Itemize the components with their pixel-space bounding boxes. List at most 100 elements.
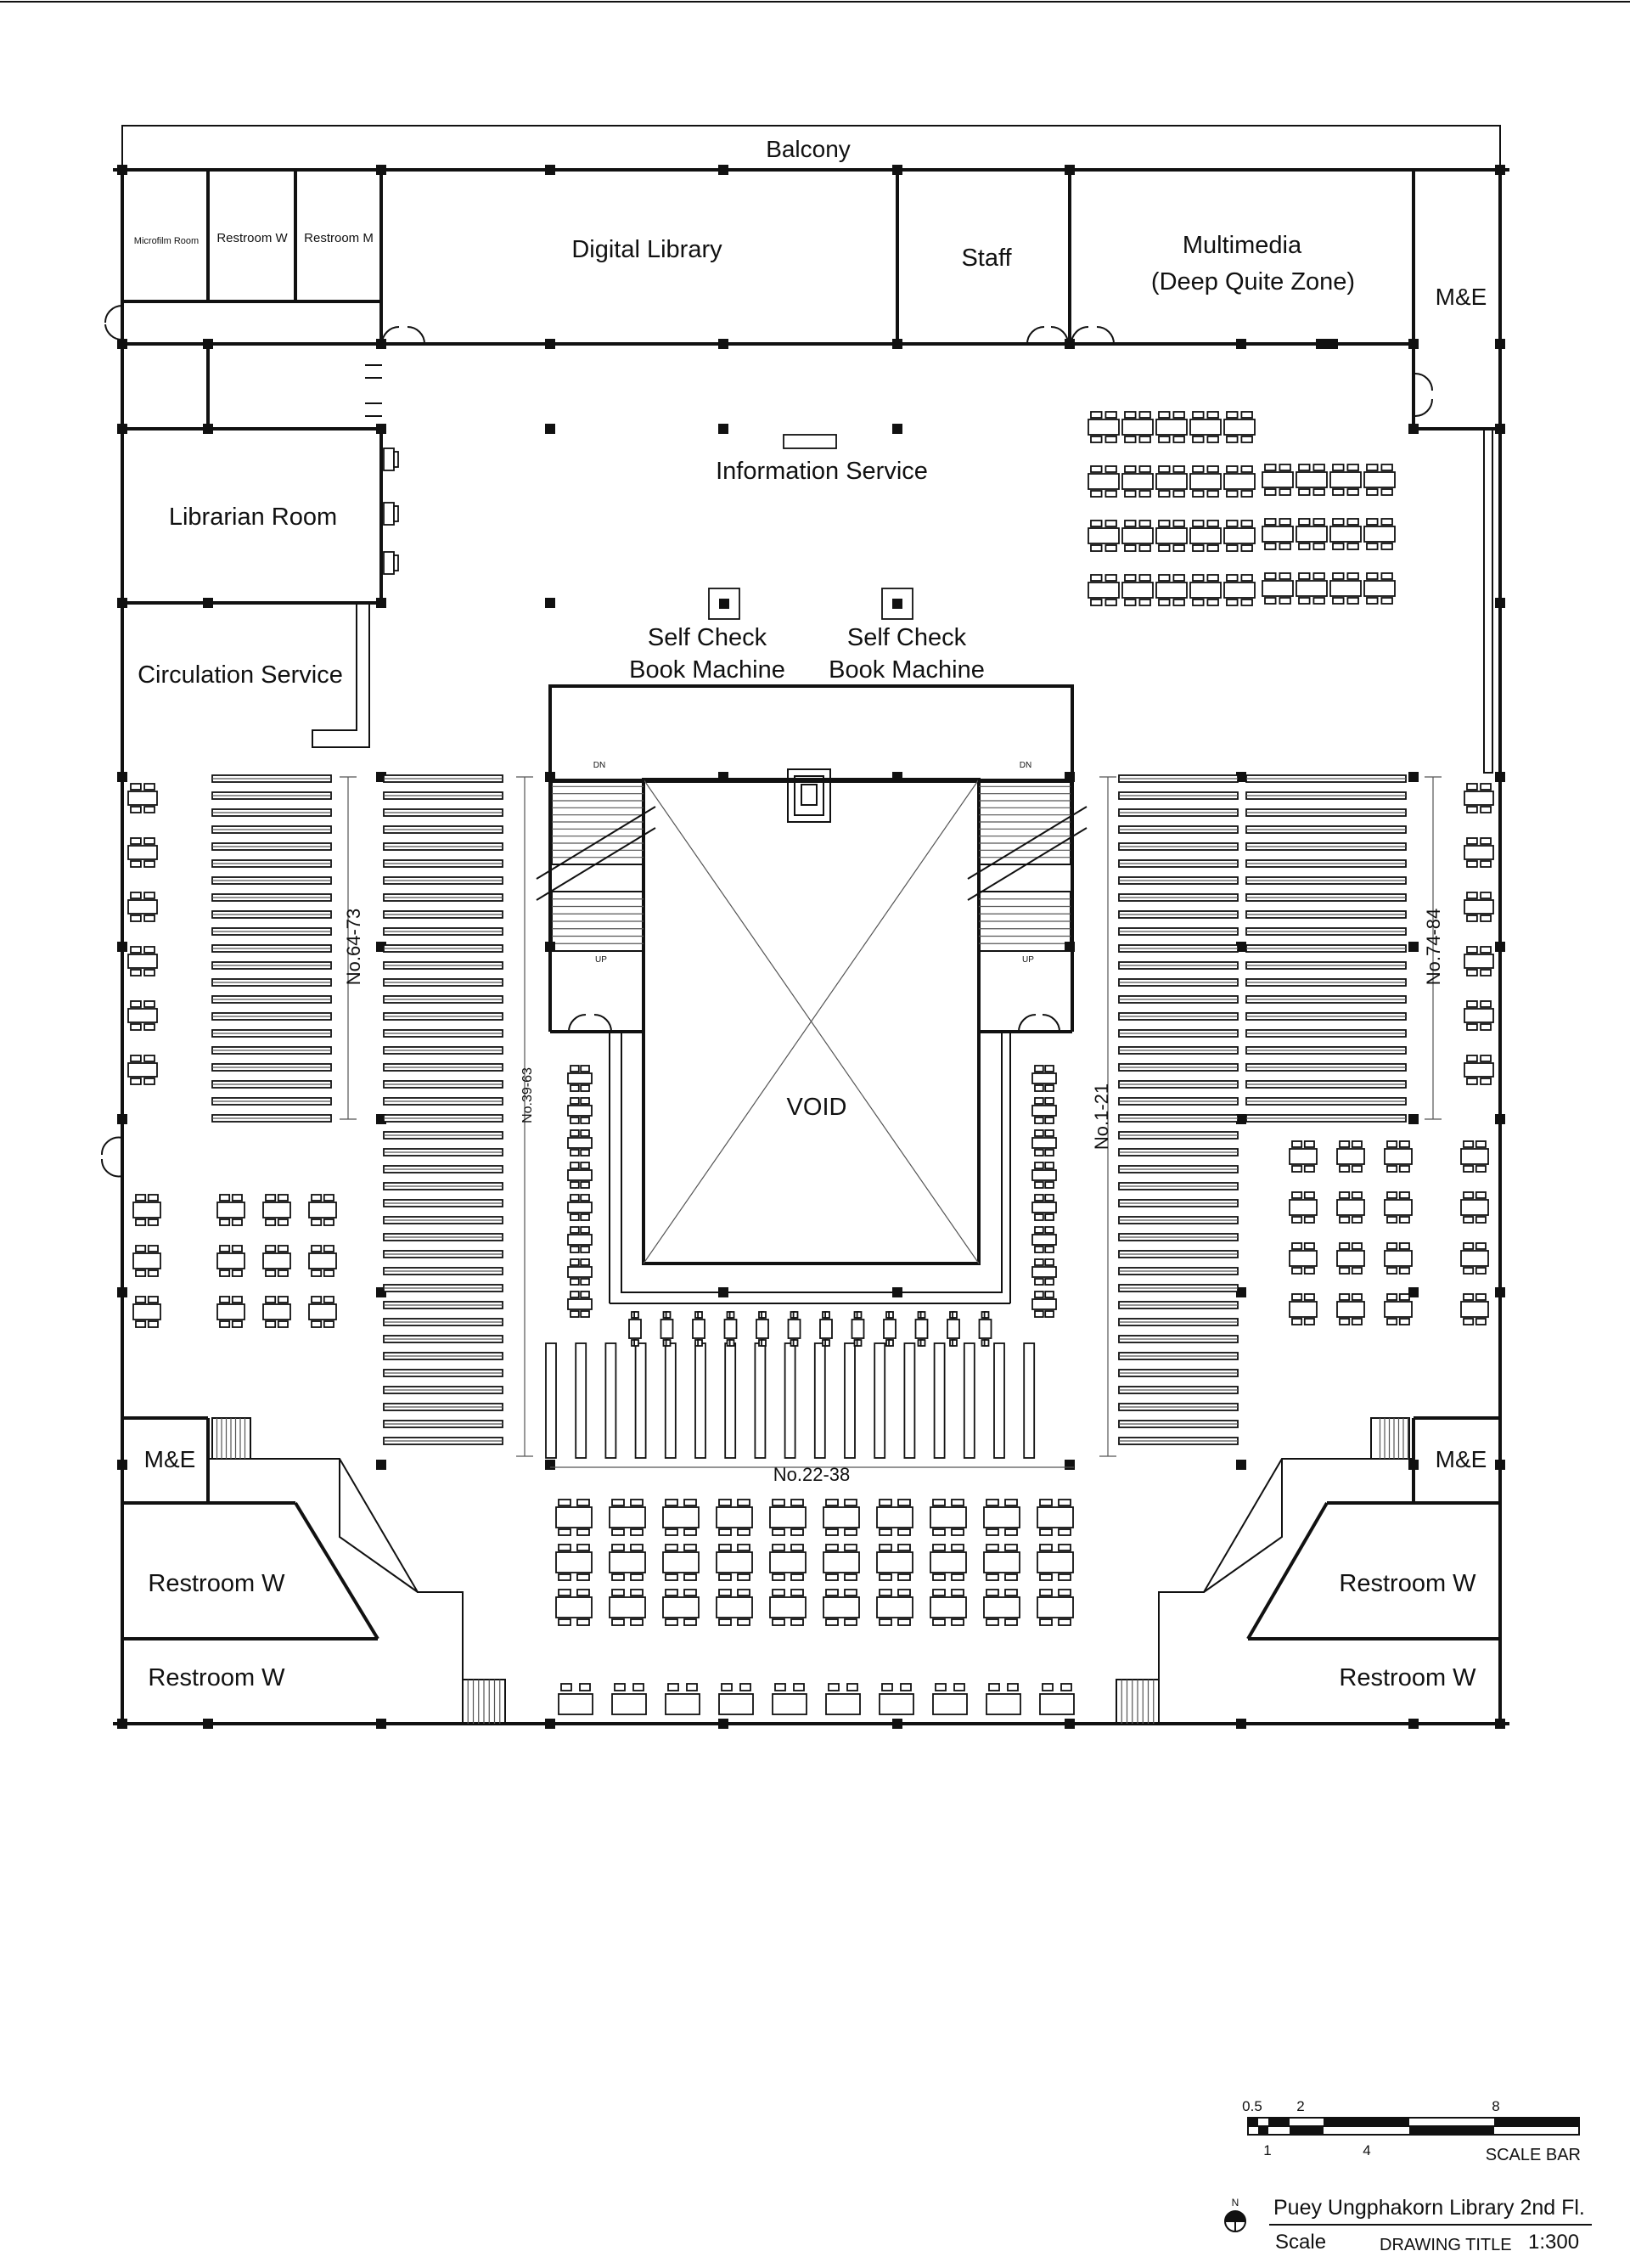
column: [545, 598, 555, 608]
table-south-hall: [662, 1544, 700, 1581]
chair: [1291, 1242, 1303, 1250]
table-multimedia-zone: [1155, 465, 1188, 498]
chair: [900, 1683, 912, 1691]
balcony-label: Balcony: [766, 136, 851, 162]
chair: [1339, 1191, 1351, 1199]
chair: [792, 1339, 799, 1347]
chair: [1192, 436, 1205, 443]
chair: [580, 1149, 590, 1157]
chair: [1466, 806, 1478, 813]
chair: [737, 1573, 750, 1581]
column: [1065, 165, 1075, 175]
table-multimedia-zone: [1296, 464, 1328, 496]
table-top: [262, 1252, 291, 1269]
chair: [1466, 892, 1478, 899]
table-void-south: [756, 1311, 769, 1347]
table-multimedia-zone: [1155, 411, 1188, 443]
chair: [1039, 1573, 1053, 1581]
table-south-hall: [823, 1544, 860, 1581]
table-top: [1296, 526, 1328, 543]
chair: [1339, 1140, 1351, 1148]
table-top: [930, 1551, 967, 1573]
chair: [1172, 436, 1185, 443]
chair: [844, 1499, 857, 1506]
chair: [130, 1023, 142, 1031]
chair: [311, 1218, 323, 1226]
chair: [311, 1194, 323, 1202]
chair: [1339, 1293, 1351, 1301]
void-area: [642, 778, 981, 1265]
chair: [1398, 1191, 1410, 1199]
column: [892, 772, 902, 782]
chair: [1124, 520, 1137, 527]
chair: [1466, 860, 1478, 868]
chair: [576, 1544, 590, 1551]
table-multimedia-zone: [1223, 520, 1256, 552]
chair: [953, 1683, 965, 1691]
chair: [897, 1499, 911, 1506]
table-top: [1262, 526, 1294, 543]
shelf-bottom: [604, 1342, 617, 1459]
column: [718, 424, 728, 434]
chair: [919, 1311, 926, 1319]
chair: [277, 1320, 289, 1328]
column: [1236, 942, 1246, 952]
shelf-bottom: [963, 1342, 975, 1459]
table-top: [1189, 527, 1222, 544]
table-top: [1464, 1008, 1494, 1023]
chair: [1398, 1242, 1410, 1250]
chair: [580, 1291, 590, 1298]
scale-tick-8: 8: [1492, 2098, 1499, 2114]
chair: [1138, 520, 1151, 527]
table-top: [1464, 954, 1494, 969]
table-south-hall: [609, 1544, 646, 1581]
table-south-hall: [876, 1499, 913, 1536]
chair: [1090, 520, 1103, 527]
chair: [1298, 518, 1311, 526]
table-void-south: [787, 1311, 801, 1347]
table-multimedia-zone: [1329, 464, 1362, 496]
chair: [558, 1528, 571, 1536]
chair: [1475, 1140, 1487, 1148]
table-top: [851, 1319, 865, 1339]
chair: [952, 1311, 958, 1319]
table-southeast: [1289, 1191, 1318, 1224]
chair: [130, 946, 142, 954]
self-check-machine-1: [708, 588, 740, 620]
chair: [143, 946, 155, 954]
chair: [1480, 806, 1492, 813]
table-top: [1464, 1062, 1494, 1078]
column: [376, 598, 386, 608]
table-top: [932, 1693, 968, 1715]
table-south-wall: [879, 1683, 914, 1715]
column: [1408, 1460, 1419, 1470]
chair: [772, 1499, 785, 1506]
table-south-wall: [611, 1683, 647, 1715]
chair: [1312, 597, 1325, 605]
column: [718, 1287, 728, 1297]
chair: [683, 1618, 697, 1626]
chair: [665, 1544, 678, 1551]
table-southeast: [1460, 1191, 1489, 1224]
chair: [772, 1589, 785, 1596]
table-top: [1223, 582, 1256, 599]
table-south-hall: [716, 1544, 753, 1581]
table-east-wall: [1464, 946, 1494, 976]
chair: [1124, 544, 1137, 552]
chair: [1226, 490, 1239, 498]
column: [1065, 772, 1075, 782]
chair: [1044, 1117, 1054, 1124]
table-top: [1189, 473, 1222, 490]
table-top: [978, 1319, 992, 1339]
scale-value: 1:300: [1528, 2231, 1579, 2254]
chair: [1192, 574, 1205, 582]
table-southeast: [1384, 1191, 1413, 1224]
table-top: [1223, 419, 1256, 436]
chair: [1466, 837, 1478, 845]
table-south-hall: [769, 1544, 807, 1581]
table-top: [1460, 1199, 1489, 1216]
chair: [1298, 597, 1311, 605]
chair: [323, 1296, 334, 1303]
chair: [1104, 411, 1117, 419]
chair: [1172, 574, 1185, 582]
